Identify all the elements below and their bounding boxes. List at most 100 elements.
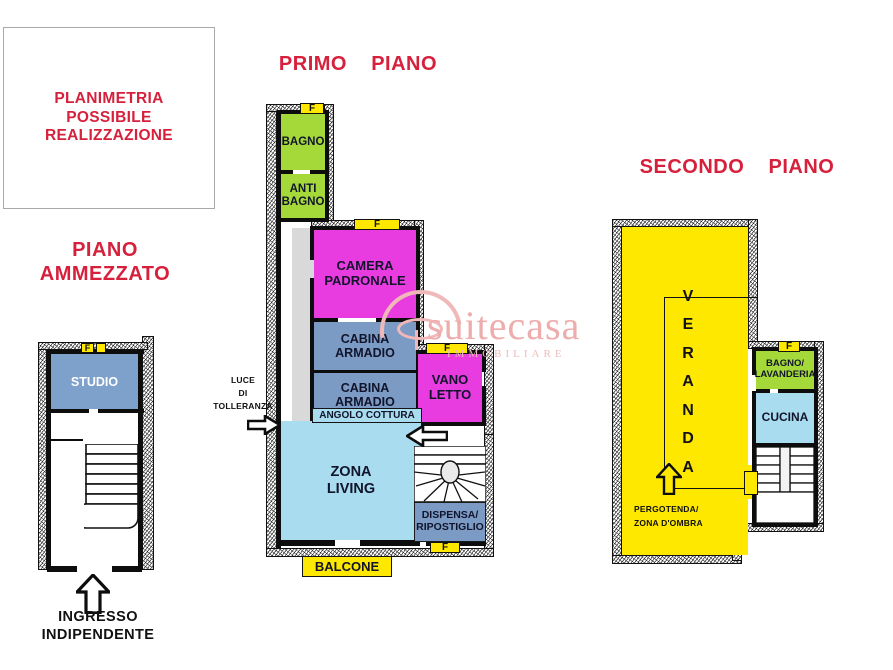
room-cucina: CUCINA xyxy=(756,393,814,443)
veranda-letter-a1: A xyxy=(682,373,694,391)
staircase-svg xyxy=(73,443,139,529)
mezzanine-inner-wall-mid xyxy=(51,439,83,441)
first-floor-title: PRIMO PIANO xyxy=(258,52,458,76)
ff-wall-left xyxy=(266,104,277,556)
window-mark-label: F xyxy=(308,103,316,114)
room-dispensa-label: DISPENSA/ RIPOSTIGLIO xyxy=(416,509,484,534)
second-floor-title-line-2: PIANO xyxy=(768,156,835,178)
ff-inner-wall-vano-right xyxy=(482,350,486,372)
room-cabina-1-line-2: ARMADIO xyxy=(335,346,395,360)
legend-line-1: PLANIMETRIA xyxy=(54,89,164,107)
mezzanine-bottom-sill-right xyxy=(112,566,142,572)
legend-line-2: POSSIBILE xyxy=(66,108,152,126)
sf-wall-bottom xyxy=(612,555,742,564)
room-camera-line-1: CAMERA xyxy=(336,258,394,274)
ff-inner-wall-left xyxy=(277,110,281,222)
staircase-svg xyxy=(755,446,815,524)
room-dispensa-line-1: DISPENSA/ xyxy=(421,509,479,522)
window-mark-f-ff-2: F xyxy=(354,219,400,230)
window-mark-f-ff-4: F xyxy=(430,542,460,553)
entrance-arrow-icon xyxy=(73,572,113,615)
window-mark-f-mezzanine-1: F xyxy=(81,343,94,353)
room-bagno-lavanderia-label: BAGNO/ LAVANDERIA xyxy=(755,359,816,380)
room-vano-line-1: VANO xyxy=(431,372,469,388)
sf-wall-top xyxy=(612,219,758,227)
room-bagno-lav-line-1: BAGNO/ xyxy=(766,358,804,370)
room-bagno-lav-line-2: LAVANDERIA xyxy=(754,369,816,380)
veranda-letter-n: N xyxy=(682,401,694,419)
area-veranda-lower xyxy=(622,499,734,555)
ff-inner-wall-vano-left xyxy=(414,350,418,426)
ff-inner-wall-camera-left-2 xyxy=(310,278,314,418)
band-angolo-cottura-label: ANGOLO COTTURA xyxy=(319,410,415,421)
ff-inner-wall-antibagno-bottom xyxy=(277,218,329,222)
room-cucina-label: CUCINA xyxy=(761,410,809,425)
room-cabina-1-line-1: CABINA xyxy=(340,332,390,346)
window-mark-label: F xyxy=(373,219,381,230)
window-mark-f-sf-1: F xyxy=(778,341,800,352)
veranda-letter-r: R xyxy=(682,344,694,362)
room-studio: STUDIO xyxy=(51,354,138,409)
ff-staircase xyxy=(413,445,487,503)
pergola-note: PERGOTENDA/ ZONA D'OMBRA xyxy=(634,503,764,530)
room-anti-bagno-line-1: ANTI xyxy=(289,183,317,196)
ff-inner-wall-bottom-b xyxy=(360,540,420,546)
watermark-tagline: IMMOBILIARE xyxy=(447,348,566,360)
sf-wall-left xyxy=(612,219,622,564)
window-mark-label: F xyxy=(785,341,793,352)
ff-inner-wall-living-left xyxy=(277,222,281,548)
room-cabina-armadio-2-label: CABINA ARMADIO xyxy=(335,381,395,409)
veranda-inner-outline xyxy=(664,297,757,489)
pergola-arrow-icon xyxy=(654,462,684,496)
ff-inner-wall-camera-bottom-b xyxy=(376,318,420,322)
arrow-up-icon xyxy=(73,572,113,615)
sf-inner-wall-right-bottom xyxy=(752,523,818,527)
veranda-letter-a2: A xyxy=(682,458,694,476)
veranda-label: V E R A N D A xyxy=(674,283,702,482)
room-cabina-2-line-1: CABINA xyxy=(340,381,390,395)
window-mark-f-ff-1: F xyxy=(300,103,324,114)
entrance-note-line-2: INDIPENDENTE xyxy=(41,627,155,644)
room-studio-label: STUDIO xyxy=(70,374,119,389)
room-vano-line-2: LETTO xyxy=(428,387,472,402)
veranda-letter-v: V xyxy=(682,288,694,305)
room-camera-padronale: CAMERA PADRONALE xyxy=(314,230,416,318)
sf-inner-wall-right-left-2 xyxy=(752,391,756,527)
pergola-note-line-2: ZONA D'OMBRA xyxy=(634,517,703,528)
arrow-left-icon xyxy=(404,423,449,449)
mezzanine-inner-wall-studio-bottom-2 xyxy=(98,409,144,413)
arrow-right-icon xyxy=(246,413,283,437)
entrance-note-line-1: INGRESSO xyxy=(58,609,138,625)
mezzanine-title: PIANO AMMEZZATO xyxy=(10,238,200,287)
first-floor-floorplan: BAGNO ANTI BAGNO CAMERA PADRONALE CABINA… xyxy=(266,98,516,578)
tolerance-note-line-3: TOLLERANZA xyxy=(213,400,273,411)
kitchen-arrow-icon xyxy=(404,423,449,449)
ff-inner-wall-camera-right xyxy=(416,226,420,346)
mezzanine-bottom-sill-left xyxy=(47,566,77,572)
ff-inner-wall-camera-bottom-a xyxy=(310,318,338,322)
tolerance-note-line-1: LUCE xyxy=(231,375,255,385)
entrance-note: INGRESSO INDIPENDENTE xyxy=(8,608,188,644)
mezzanine-title-line-2: AMMEZZATO xyxy=(39,263,171,286)
room-living-line-2: LIVING xyxy=(326,480,376,497)
fan-staircase-svg xyxy=(413,445,487,503)
room-zona-living: ZONA LIVING xyxy=(281,421,421,540)
room-cabina-armadio-1-label: CABINA ARMADIO xyxy=(335,332,395,360)
second-floor-title-line-1: SECONDO xyxy=(639,156,745,178)
room-camera-line-2: PADRONALE xyxy=(324,273,406,288)
room-vano-letto-label: VANO LETTO xyxy=(429,373,471,402)
window-mark-f-mezzanine-2 xyxy=(96,343,106,353)
room-dispensa-line-2: RIPOSTIGLIO xyxy=(416,521,484,533)
room-anti-bagno-line-2: BAGNO xyxy=(281,196,325,208)
ff-inner-wall-vano-right-2 xyxy=(482,386,486,426)
ff-inner-wall-bagno-right xyxy=(325,110,329,222)
first-floor-title-line-2: PIANO xyxy=(371,53,438,75)
arrow-up-icon xyxy=(654,462,684,496)
first-floor-title-line-1: PRIMO xyxy=(278,53,347,75)
room-dispensa-ripostiglio: DISPENSA/ RIPOSTIGLIO xyxy=(414,502,486,542)
room-cabina-2-line-2: ARMADIO xyxy=(335,395,395,409)
window-mark-label: F xyxy=(441,542,449,553)
legend-line-3: REALIZZAZIONE xyxy=(45,127,173,145)
room-zona-living-label: ZONA LIVING xyxy=(327,464,375,496)
second-floor-title: SECONDO PIANO xyxy=(612,155,862,179)
